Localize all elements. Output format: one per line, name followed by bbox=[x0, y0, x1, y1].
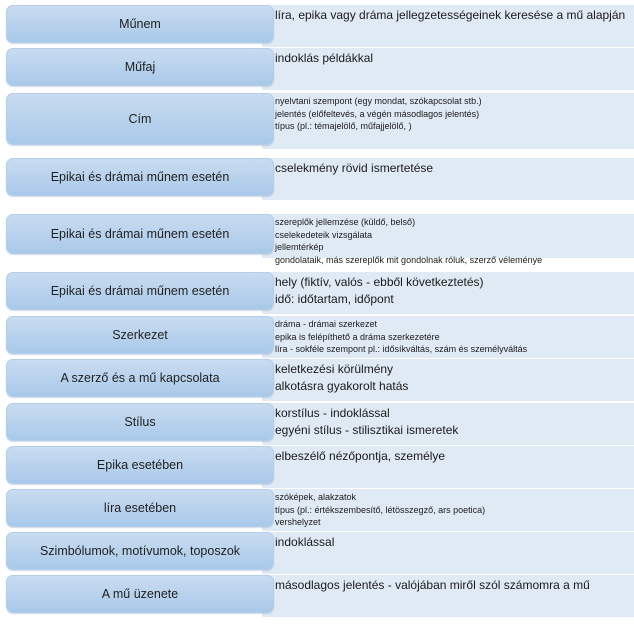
diagram-row: másodlagos jelentés - valójában miről sz… bbox=[0, 575, 634, 617]
detail-box: korstílus - indoklással egyéni stílus - s… bbox=[262, 403, 634, 445]
detail-box: szóképek, alakzatok típus (pl.: értékszem… bbox=[262, 489, 634, 531]
detail-box: indoklás példákkal bbox=[262, 48, 634, 90]
detail-line: idő: időtartam, időpont bbox=[275, 292, 394, 306]
detail-line: elbeszélő nézőpontja, személye bbox=[275, 449, 446, 463]
diagram-row: dráma - drámai szerkezet epika is felépít… bbox=[0, 316, 634, 358]
detail-line: jellemtérkép bbox=[275, 242, 324, 252]
category-label: Szerkezet bbox=[6, 316, 274, 354]
detail-box: másodlagos jelentés - valójában miről sz… bbox=[262, 575, 634, 617]
category-label: Műnem bbox=[6, 5, 274, 43]
category-label: Műfaj bbox=[6, 48, 274, 86]
detail-line: epika is felépíthető a dráma szerkezetér… bbox=[275, 331, 440, 342]
category-label: Stílus bbox=[6, 403, 274, 441]
diagram-row: hely (fiktív, valós - ebből következteté… bbox=[0, 272, 634, 314]
detail-line: cselekmény rövid ismertetése bbox=[275, 161, 434, 175]
detail-box: szereplők jellemzése (küldő, belső) csele… bbox=[262, 214, 634, 265]
detail-box: nyelvtani szempont (egy mondat, szókapcs… bbox=[262, 93, 634, 149]
detail-line: szereplők jellemzése (küldő, belső) bbox=[275, 217, 416, 227]
diagram-row: líra, epika vagy dráma jellegzetességein… bbox=[0, 5, 634, 47]
detail-line: típus (pl.: értékszembesítő, létösszegző… bbox=[275, 504, 486, 515]
diagram-row: keletkezési körülmény alkotásra gyakorolt… bbox=[0, 359, 634, 401]
detail-line: nyelvtani szempont (egy mondat, szókapcs… bbox=[275, 96, 482, 106]
detail-line: indoklás példákkal bbox=[275, 51, 374, 65]
detail-line: jelentés (előfeltevés, a végén másodlago… bbox=[275, 108, 480, 119]
detail-line: alkotásra gyakorolt hatás bbox=[275, 379, 409, 393]
category-label: A szerző és a mű kapcsolata bbox=[6, 359, 274, 397]
category-label: Epikai és drámai műnem esetén bbox=[6, 272, 274, 310]
diagram-row: szereplők jellemzése (küldő, belső) csele… bbox=[0, 214, 634, 265]
detail-box: elbeszélő nézőpontja, személye bbox=[262, 446, 634, 488]
detail-box: hely (fiktív, valós - ebből következteté… bbox=[262, 272, 634, 314]
detail-line: gondolataik, más szereplők mit gondolnak… bbox=[275, 254, 543, 265]
diagram-row: szóképek, alakzatok típus (pl.: értékszem… bbox=[0, 489, 634, 531]
category-label: A mű üzenete bbox=[6, 575, 274, 613]
diagram-row: korstílus - indoklással egyéni stílus - s… bbox=[0, 403, 634, 445]
detail-line: egyéni stílus - stilisztikai ismeretek bbox=[275, 423, 459, 437]
category-label: Epikai és drámai műnem esetén bbox=[6, 214, 274, 254]
detail-line: típus (pl.: témajelölő, műfajjelölő, ) bbox=[275, 121, 412, 131]
detail-line: líra, epika vagy dráma jellegzetességein… bbox=[275, 8, 626, 22]
detail-line: dráma - drámai szerkezet bbox=[275, 319, 378, 329]
category-label: líra esetében bbox=[6, 489, 274, 527]
diagram-row: nyelvtani szempont (egy mondat, szókapcs… bbox=[0, 93, 634, 149]
category-label: Cím bbox=[6, 93, 274, 145]
detail-line: indoklással bbox=[275, 535, 335, 549]
detail-box: dráma - drámai szerkezet epika is felépít… bbox=[262, 316, 634, 358]
detail-line: korstílus - indoklással bbox=[275, 406, 390, 420]
detail-line: másodlagos jelentés - valójában miről sz… bbox=[275, 578, 590, 592]
detail-line: vershelyzet bbox=[275, 517, 321, 527]
detail-line: cselekedeteik vizsgálata bbox=[275, 229, 373, 240]
detail-box: líra, epika vagy dráma jellegzetességein… bbox=[262, 5, 634, 47]
category-label: Epikai és drámai műnem esetén bbox=[6, 158, 274, 196]
category-label: Epika esetében bbox=[6, 446, 274, 484]
detail-line: líra - sokféle szempont pl.: idősíkváltá… bbox=[275, 344, 528, 354]
detail-box: keletkezési körülmény alkotásra gyakorolt… bbox=[262, 359, 634, 401]
detail-line: keletkezési körülmény bbox=[275, 362, 394, 376]
category-label: Szimbólumok, motívumok, toposzok bbox=[6, 532, 274, 570]
detail-box: cselekmény rövid ismertetése bbox=[262, 158, 634, 200]
detail-line: hely (fiktív, valós - ebből következteté… bbox=[275, 275, 484, 289]
detail-line: szóképek, alakzatok bbox=[275, 492, 357, 502]
detail-box: indoklással bbox=[262, 532, 634, 574]
